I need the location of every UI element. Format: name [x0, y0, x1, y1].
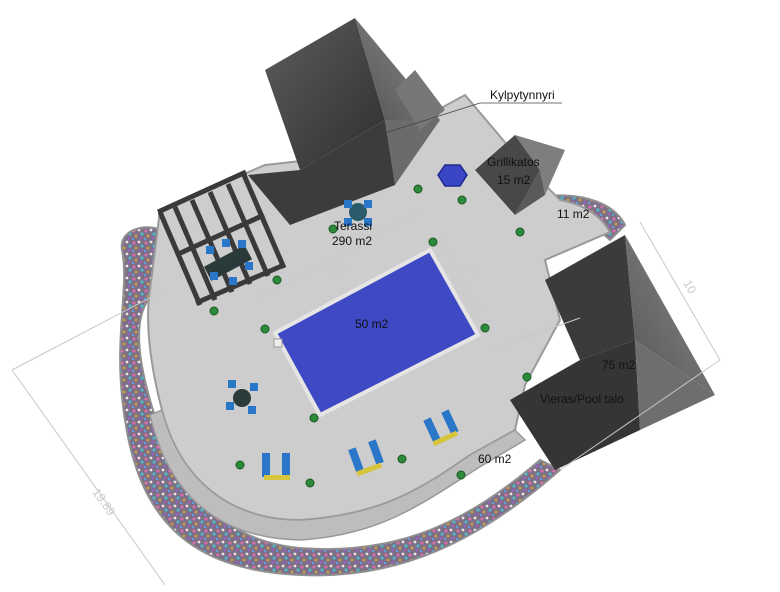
- pool-ladder: [273, 338, 283, 348]
- grill-shelter-roof: [475, 135, 565, 215]
- dim-pool-width-bottom: 5: [524, 325, 535, 341]
- label-flower-bed-area: 60 m2: [478, 452, 512, 466]
- terrace-table-set: [344, 200, 372, 226]
- sun-loungers: [262, 409, 459, 480]
- potted-plants: [209, 184, 532, 488]
- dimension-lines: [11, 211, 721, 586]
- pergola: [156, 169, 287, 306]
- label-guest-house-name: Vieras/Pool talo: [540, 392, 624, 406]
- guest-house-roof: [510, 235, 715, 470]
- label-terassi-area: 290 m2: [332, 234, 372, 248]
- hot-tub: [437, 164, 468, 187]
- pool: [272, 247, 481, 418]
- label-terassi: Terassi: [334, 219, 372, 233]
- label-grillikatos: Grillikatos: [487, 155, 540, 169]
- main-house-roof: [248, 18, 445, 225]
- label-kylpytynnyri: Kylpytynnyri: [490, 88, 555, 102]
- dim-pool-length: 10: [330, 258, 349, 277]
- deck-edge: [149, 408, 527, 541]
- dim-guest-house-depth: 10: [680, 278, 699, 297]
- label-guest-house-area: 75 m2: [602, 358, 636, 372]
- label-small-bed-area: 11 m2: [557, 207, 590, 221]
- pergola-dining-table: [203, 239, 253, 285]
- patio-table-set: [226, 380, 258, 414]
- label-pool-area: 50 m2: [355, 317, 389, 331]
- label-grillikatos-area: 15 m2: [497, 173, 531, 187]
- leader-lines: [384, 102, 562, 134]
